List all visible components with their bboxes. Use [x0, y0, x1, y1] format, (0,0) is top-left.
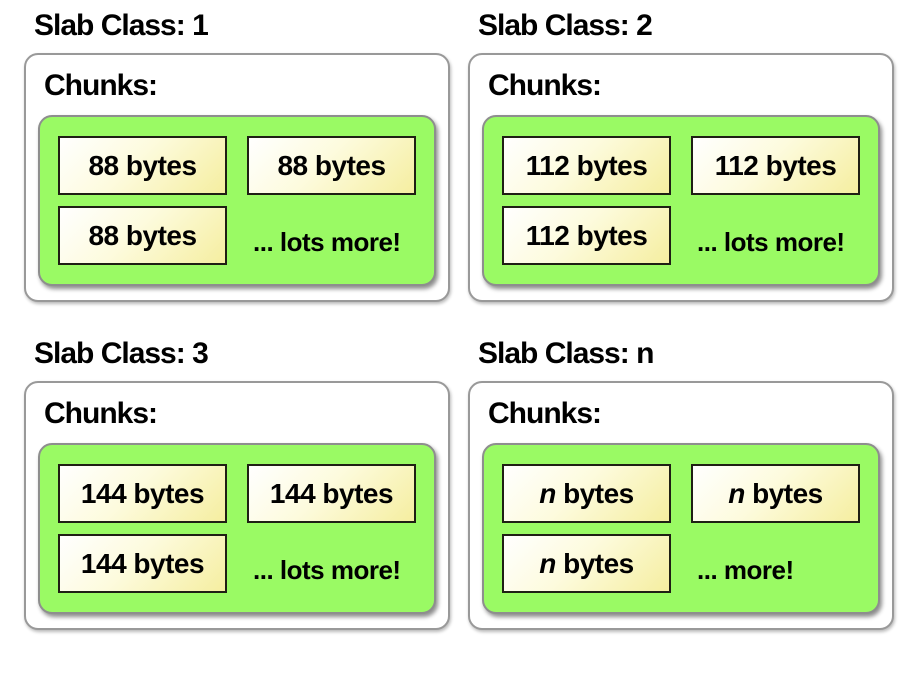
chunk-size-value: 144 [269, 477, 316, 509]
chunks-label: Chunks: [44, 397, 158, 430]
chunk-pool: 112 bytes 112 bytes 112 bytes ... lots m… [482, 115, 880, 286]
more-chunks-label: ... lots more! [253, 555, 401, 585]
chunk-box: n bytes [691, 464, 860, 523]
chunk-box: 112 bytes [691, 136, 860, 195]
chunks-label: Chunks: [44, 69, 158, 102]
chunk-size-unit: bytes [307, 149, 386, 181]
chunk-box: n bytes [502, 464, 671, 523]
chunks-card: Chunks: 144 bytes 144 bytes 144 bytes ..… [24, 381, 450, 630]
chunk-size-value: n [728, 477, 745, 509]
chunk-size-value: n [539, 477, 556, 509]
chunk-size-unit: bytes [569, 219, 648, 251]
chunk-size-unit: bytes [744, 477, 823, 509]
chunk-size-value: n [539, 547, 556, 579]
slab-class-title: Slab Class: 3 [34, 337, 209, 370]
chunk-size-unit: bytes [126, 477, 205, 509]
panel-slab-class-1: Slab Class: 1 Chunks: 88 bytes 88 bytes … [24, 8, 450, 302]
panel-slab-class-2: Slab Class: 2 Chunks: 112 bytes 112 byte… [468, 8, 894, 302]
more-chunks-label: ... more! [697, 555, 794, 585]
chunk-size-value: 112 [714, 149, 759, 181]
chunk-size-unit: bytes [118, 219, 197, 251]
chunk-box: 88 bytes [247, 136, 416, 195]
more-chunks-label: ... lots more! [253, 227, 401, 257]
chunk-size-unit: bytes [758, 149, 837, 181]
chunk-pool: 144 bytes 144 bytes 144 bytes ... lots m… [38, 443, 436, 614]
chunks-label: Chunks: [488, 69, 602, 102]
chunk-size-unit: bytes [126, 547, 205, 579]
chunk-size-value: 88 [88, 149, 119, 181]
chunks-label: Chunks: [488, 397, 602, 430]
chunk-size-unit: bytes [569, 149, 648, 181]
chunks-card: Chunks: n bytes n bytes n bytes ... more… [468, 381, 894, 630]
chunk-size-value: 112 [525, 149, 570, 181]
chunk-box: 144 bytes [58, 534, 227, 593]
chunk-size-value: 144 [80, 547, 127, 579]
slab-class-title: Slab Class: n [478, 337, 654, 370]
slab-allocation-diagram: Slab Class: 1 Chunks: 88 bytes 88 bytes … [24, 8, 894, 630]
chunk-box: 112 bytes [502, 206, 671, 265]
chunk-box: 144 bytes [58, 464, 227, 523]
slab-class-title: Slab Class: 1 [34, 9, 209, 42]
chunk-pool: n bytes n bytes n bytes ... more! [482, 443, 880, 614]
panel-slab-class-3: Slab Class: 3 Chunks: 144 bytes 144 byte… [24, 336, 450, 630]
chunk-size-value: 88 [88, 219, 119, 251]
chunks-card: Chunks: 88 bytes 88 bytes 88 bytes ... l… [24, 53, 450, 302]
chunk-size-unit: bytes [315, 477, 394, 509]
chunk-box: 112 bytes [502, 136, 671, 195]
chunk-size-unit: bytes [118, 149, 197, 181]
chunk-size-unit: bytes [555, 547, 634, 579]
chunks-card: Chunks: 112 bytes 112 bytes 112 bytes ..… [468, 53, 894, 302]
chunk-box: 88 bytes [58, 206, 227, 265]
chunk-box: 144 bytes [247, 464, 416, 523]
chunk-box: 88 bytes [58, 136, 227, 195]
slab-class-title: Slab Class: 2 [478, 9, 653, 42]
chunk-box: n bytes [502, 534, 671, 593]
more-chunks-label: ... lots more! [697, 227, 845, 257]
chunk-size-unit: bytes [555, 477, 634, 509]
chunk-size-value: 88 [277, 149, 308, 181]
chunk-size-value: 112 [525, 219, 570, 251]
panel-slab-class-n: Slab Class: n Chunks: n bytes n bytes n … [468, 336, 894, 630]
chunk-size-value: 144 [80, 477, 127, 509]
chunk-pool: 88 bytes 88 bytes 88 bytes ... lots more… [38, 115, 436, 286]
